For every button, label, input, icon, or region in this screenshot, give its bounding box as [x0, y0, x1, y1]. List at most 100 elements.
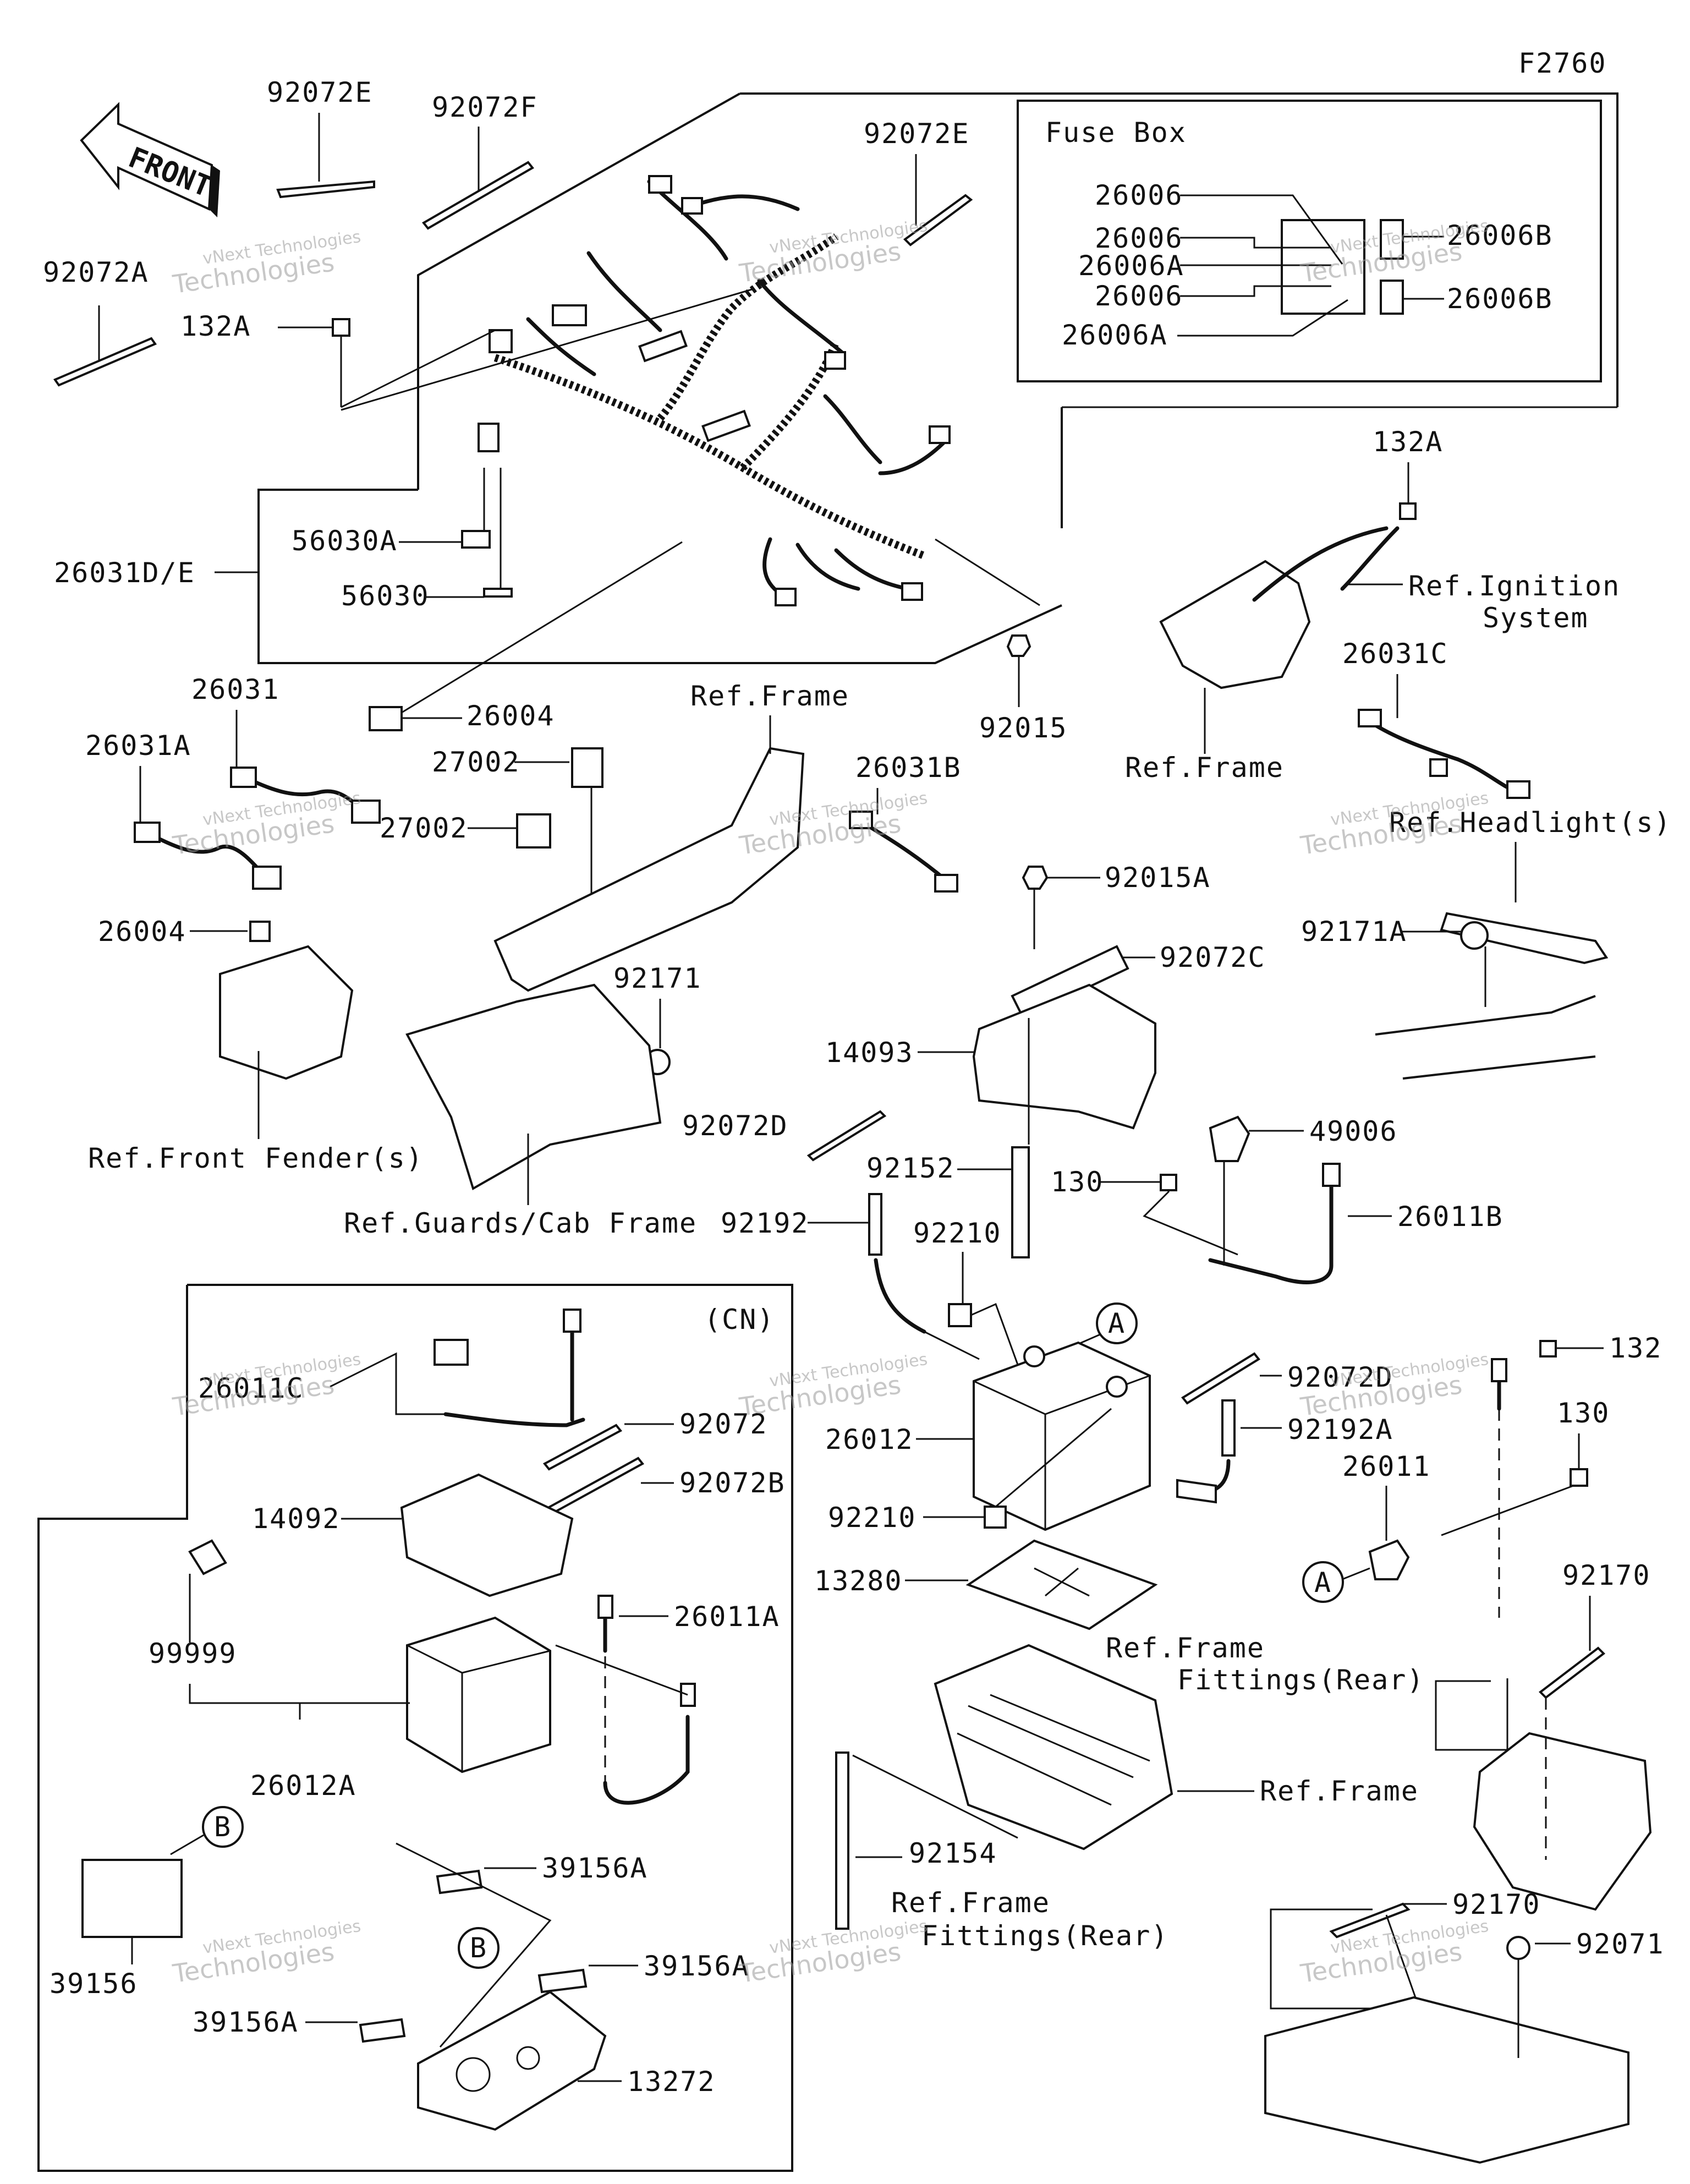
clip-92210-bot: [984, 1506, 1007, 1529]
callout-B-top: [202, 1806, 244, 1848]
label-ref-frame-right: Ref.Frame: [690, 680, 849, 712]
callout-A-bot-text: A: [1314, 1567, 1332, 1599]
label-92192A: 92192A: [1287, 1414, 1393, 1446]
wire-harness: [478, 175, 951, 606]
label-13272: 13272: [627, 2066, 716, 2098]
label-13280: 13280: [814, 1565, 903, 1597]
label-26031DE: 26031D/E: [54, 557, 195, 589]
frame-rail: [493, 747, 805, 992]
label-ref-ignition-1: Ref.Ignition: [1408, 570, 1620, 602]
label-plate-56030A: [461, 530, 491, 549]
frame-bracket-ignition: [1159, 560, 1311, 689]
strap-92072D-right: [1181, 1352, 1260, 1405]
fuse-label-26006B-2: 26006B: [1447, 283, 1553, 315]
pad-39156A-mid: [537, 1968, 588, 1994]
relay-27002-a: [571, 747, 603, 788]
label-92170-bot: 92170: [1452, 1889, 1541, 1920]
rod-92154: [835, 1751, 849, 1930]
strap-92170-top: [1538, 1646, 1606, 1699]
label-56030A: 56030A: [292, 525, 398, 557]
bracket-92072C: [1011, 945, 1129, 1020]
label-ref-ignition-2: System: [1483, 602, 1589, 634]
label-92072B: 92072B: [679, 1467, 786, 1499]
cn-box-title: (CN): [704, 1304, 775, 1335]
label-39156A-low: 39156A: [193, 2006, 299, 2038]
headlight-ref: Ref.Headlight(s) 92171A: [1301, 807, 1671, 1080]
strap-92072: [542, 1424, 623, 1471]
label-92192: 92192: [721, 1207, 809, 1239]
label-39156A-top: 39156A: [542, 1852, 648, 1884]
harness-outline: [257, 92, 1618, 664]
label-26031: 26031: [191, 674, 280, 705]
center-frame-assembly: 27002 27002 Ref.Frame 26031B: [380, 680, 962, 992]
label-92072E-mid: 92072E: [864, 118, 970, 150]
fuse-box-panel: Fuse Box 26006 26006 26006A 26006 26006A…: [1017, 100, 1602, 382]
battery-frame-ref: Ref.Frame Fittings(Rear) Ref.Frame 92154…: [835, 1632, 1423, 1952]
bolt-132A-left: [332, 318, 350, 337]
nut-92015: [1006, 634, 1031, 657]
fender-bracket: [219, 945, 354, 1080]
hose-92192: [868, 1193, 882, 1256]
label-14092: 14092: [252, 1503, 341, 1535]
label-26011: 26011: [1342, 1450, 1431, 1482]
label-26011C: 26011C: [198, 1372, 304, 1404]
cable-tie-92072E: [276, 180, 375, 199]
label-plate-39156: [81, 1859, 183, 1938]
strap-92072A: [53, 337, 157, 387]
cover-26011C: [434, 1339, 469, 1366]
fuse-label-26006A-1: 26006A: [1078, 250, 1184, 282]
front-arrow: FRONT: [80, 102, 220, 217]
label-26004-mid: 26004: [467, 700, 555, 732]
callout-B-bot-text: B: [470, 1932, 487, 1964]
pad-39156A-top: [436, 1869, 483, 1895]
callout-A-top-text: A: [1108, 1307, 1126, 1339]
figure-code: F2760: [1518, 47, 1607, 79]
label-92072E-top: 92072E: [267, 76, 373, 108]
rear-panel-top: [1473, 1732, 1652, 1911]
clip-92210-top: [948, 1303, 972, 1327]
label-ref-frame-fit-rear-a1: Ref.Frame: [1106, 1632, 1265, 1664]
fuse-label-26006-2: 26006: [1095, 222, 1183, 254]
label-ref-front-fender: Ref.Front Fender(s): [88, 1142, 424, 1174]
label-92015A: 92015A: [1105, 862, 1211, 894]
relay-27002-b: [516, 813, 551, 849]
label-92015: 92015: [979, 712, 1068, 744]
label-92170-top: 92170: [1562, 1559, 1651, 1591]
label-strip-56030: [483, 588, 513, 598]
fuse-label-26006B-1: 26006B: [1447, 220, 1553, 251]
label-26011A: 26011A: [674, 1601, 780, 1633]
fuse-label-26006-1: 26006: [1095, 179, 1183, 211]
callout-A-bot: [1302, 1561, 1344, 1603]
battery-tray-mat-13280: [965, 1539, 1158, 1630]
top-left-parts: 92072E 92072F 92072A 132A 92072E: [43, 76, 973, 408]
fuse-label-26006A-2: 26006A: [1062, 319, 1168, 351]
label-26012A: 26012A: [250, 1770, 356, 1802]
label-92171: 92171: [613, 962, 702, 994]
callout-B-top-text: B: [214, 1811, 232, 1843]
label-ref-frame-fit-rear-b2: Fittings(Rear): [921, 1920, 1168, 1952]
front-fender-ref: 26004 Ref.Front Fender(s) 92171 Ref.Guar…: [88, 916, 702, 1239]
watermarks: vNext Technologies Technologies vNext Te…: [171, 216, 1490, 1989]
label-92154: 92154: [909, 1837, 997, 1869]
center-right-parts: 92015 132A Ref.Ignition System Ref.Frame…: [935, 426, 1620, 799]
battery-cover-14092: [400, 1473, 574, 1597]
label-26031C: 26031C: [1342, 638, 1448, 670]
battery-frame: [934, 1644, 1173, 1851]
label-49006: 49006: [1309, 1115, 1398, 1147]
tube-92152: [1011, 1146, 1030, 1258]
label-ref-frame-center: Ref.Frame: [1125, 752, 1284, 784]
label-14093: 14093: [825, 1037, 914, 1069]
callout-B-bot: [458, 1927, 500, 1969]
battery-assembly: 92192 92210 A 26012 92210 13280 92072D 9…: [721, 1193, 1661, 1630]
pad-39156A-low: [359, 2018, 406, 2043]
label-ref-guards: Ref.Guards/Cab Frame: [344, 1207, 697, 1239]
cn-section: (CN) 26011C 92072 92072B 14092 99999 260…: [37, 1284, 793, 2172]
strap-92170-bot: [1329, 1902, 1411, 1939]
strap-92072F: [421, 161, 535, 230]
label-92072D-right: 92072D: [1287, 1361, 1393, 1393]
fuse-label-26006-3: 26006: [1095, 280, 1183, 312]
label-26031B: 26031B: [855, 752, 962, 784]
label-92071: 92071: [1576, 1928, 1665, 1960]
battery-holder-top: 92015A 92072C 14093 92072D 92152 49006 1…: [682, 862, 1502, 1284]
